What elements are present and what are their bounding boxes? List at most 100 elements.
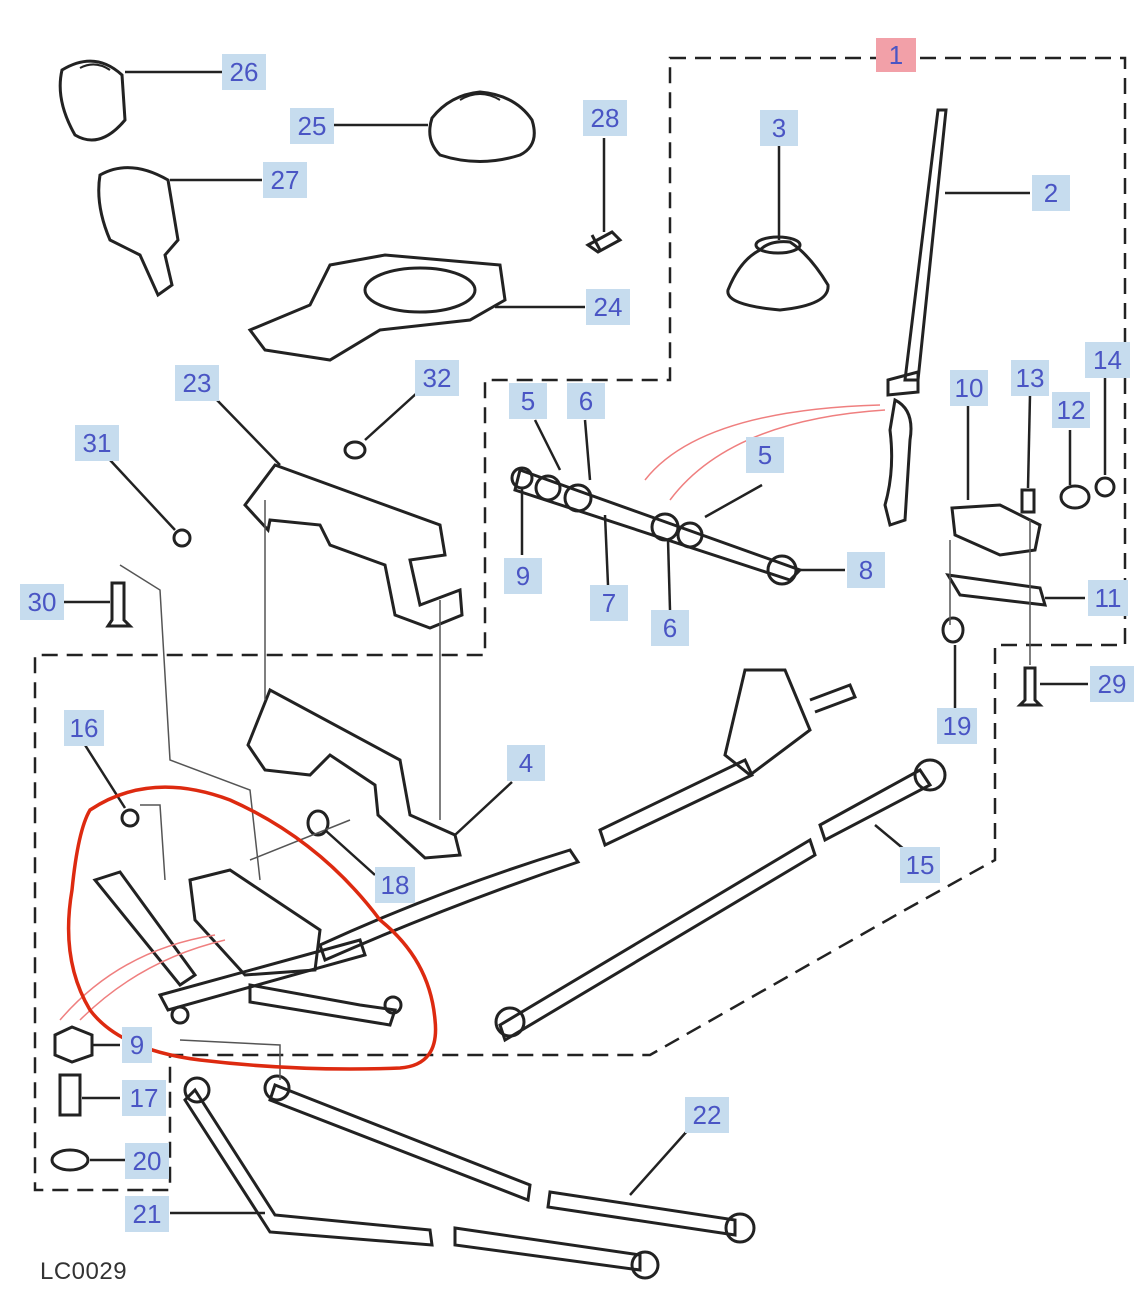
housing-bracket [247, 253, 507, 362]
callout-number: 18 [381, 870, 410, 900]
callout-c22: 22 [685, 1097, 729, 1133]
callout-box [685, 1097, 729, 1133]
callout-box [847, 552, 885, 588]
gear-lever [903, 108, 948, 382]
callout-number: 9 [516, 561, 530, 591]
callout-box [64, 710, 104, 746]
callout-c15: 15 [900, 847, 940, 883]
mounting-plate [945, 573, 1048, 607]
callout-box [504, 558, 542, 594]
rod-upper [598, 757, 754, 848]
callout-c5b: 5 [746, 437, 784, 473]
callout-c29: 29 [1090, 666, 1134, 702]
rod-15 [498, 837, 817, 1043]
callout-box [651, 610, 689, 646]
pin-13 [1020, 488, 1036, 514]
callout-number: 12 [1057, 395, 1086, 425]
diagram-id: LC0029 [40, 1258, 128, 1285]
callout-c9b: 9 [122, 1027, 152, 1063]
callout-c1: 1 [876, 38, 916, 72]
callout-box [1085, 342, 1130, 378]
bolt-30 [105, 581, 134, 628]
nut-31 [172, 528, 192, 548]
callout-number: 2 [1044, 178, 1058, 208]
callout-box [1052, 392, 1090, 428]
callout-box [583, 100, 627, 136]
knob-adapter [97, 166, 180, 298]
callout-box [507, 745, 545, 781]
callout-number: 17 [130, 1083, 159, 1113]
callout-box [1032, 175, 1070, 211]
callout-c10: 10 [950, 370, 988, 406]
hex-nut-9 [53, 1025, 94, 1064]
bracket-23 [243, 463, 464, 630]
callout-box [125, 1143, 169, 1179]
callout-c32: 32 [415, 360, 459, 396]
callout-number: 13 [1016, 363, 1045, 393]
clip-14 [1094, 476, 1116, 498]
callout-number: 28 [591, 103, 620, 133]
callout-box [175, 365, 219, 401]
rod-long [318, 848, 581, 963]
callout-box [122, 1080, 166, 1116]
callout-number: 16 [70, 713, 99, 743]
callout-c26: 26 [222, 54, 266, 90]
pivot-block [950, 503, 1042, 557]
callout-box [509, 383, 547, 419]
callout-box [122, 1027, 152, 1063]
callout-box [125, 1196, 169, 1232]
callout-box [1088, 580, 1128, 616]
callout-box [586, 289, 630, 325]
callout-number: 20 [133, 1146, 162, 1176]
callout-number: 5 [521, 386, 535, 416]
callout-c27: 27 [263, 162, 307, 198]
nut-19 [941, 616, 965, 644]
callout-box [746, 437, 784, 473]
selector-plate [188, 868, 322, 977]
callout-box [20, 584, 64, 620]
gear-knob [58, 59, 127, 142]
callout-number: 29 [1098, 669, 1127, 699]
callout-c25: 25 [290, 108, 334, 144]
callout-box [75, 425, 119, 461]
callout-box [1011, 360, 1049, 396]
selector-arm [157, 938, 367, 1012]
callout-layer: 1234556678991011121314151617181920212223… [20, 38, 1134, 1232]
callout-c16: 16 [64, 710, 104, 746]
callout-box [290, 108, 334, 144]
nut-32 [343, 440, 367, 460]
callout-c6a: 6 [567, 383, 605, 419]
callout-number: 15 [906, 850, 935, 880]
bush-18 [306, 809, 330, 837]
callout-number: 8 [859, 555, 873, 585]
callout-number: 14 [1093, 345, 1122, 375]
bracket-4 [246, 687, 462, 860]
rod-21 [183, 1087, 434, 1247]
callout-c8: 8 [847, 552, 885, 588]
callout-c3: 3 [760, 110, 798, 146]
callout-number: 3 [772, 113, 786, 143]
callout-number: 30 [28, 587, 57, 617]
callout-number: 9 [130, 1030, 144, 1060]
callout-box [263, 162, 307, 198]
callout-box [876, 38, 916, 72]
callout-number: 31 [83, 428, 112, 458]
callout-number: 19 [943, 711, 972, 741]
callout-box [900, 847, 940, 883]
callout-box [222, 54, 266, 90]
bolt-28 [585, 230, 623, 254]
callout-c23: 23 [175, 365, 219, 401]
callout-number: 26 [230, 57, 259, 87]
callout-c4: 4 [507, 745, 545, 781]
callout-number: 10 [955, 373, 984, 403]
callout-c7: 7 [590, 585, 628, 621]
callout-box [567, 383, 605, 419]
callout-c24: 24 [586, 289, 630, 325]
lever-bracket [723, 668, 812, 777]
callout-box [415, 360, 459, 396]
callout-c18: 18 [375, 867, 415, 903]
rubber-boot-upper [428, 90, 536, 163]
callout-number: 6 [663, 613, 677, 643]
callout-c11: 11 [1088, 580, 1128, 616]
